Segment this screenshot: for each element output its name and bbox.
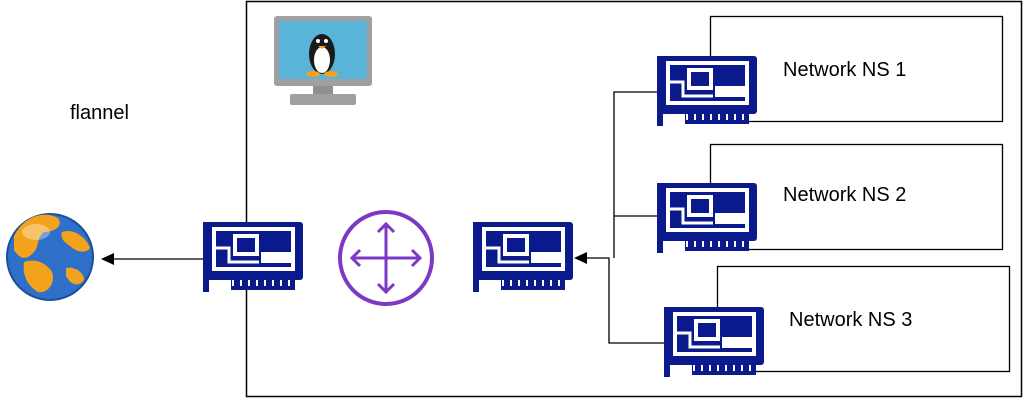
arrow-to-internet-head	[101, 253, 114, 265]
arrow-to-bridge-nic	[574, 252, 587, 264]
globe-icon	[6, 213, 94, 301]
namespace-nic-2	[655, 181, 759, 255]
namespace-nic-3	[662, 305, 766, 379]
host-frame	[245, 0, 1023, 398]
namespace-label-2: Network NS 2	[783, 184, 907, 206]
router-icon	[338, 210, 434, 306]
namespace-label-1: Network NS 1	[783, 59, 907, 81]
namespace-box-1	[709, 15, 1004, 123]
namespace-box-2	[709, 143, 1004, 251]
bridge-nic	[471, 220, 575, 294]
namespace-nic-1	[655, 54, 759, 128]
namespace-box-3	[716, 265, 1011, 373]
host-nic-uplink	[201, 220, 305, 294]
flannel-label: flannel	[70, 102, 129, 124]
namespace-label-3: Network NS 3	[789, 309, 913, 331]
linux-monitor-icon	[274, 16, 372, 105]
bridge-connectors	[586, 91, 664, 344]
